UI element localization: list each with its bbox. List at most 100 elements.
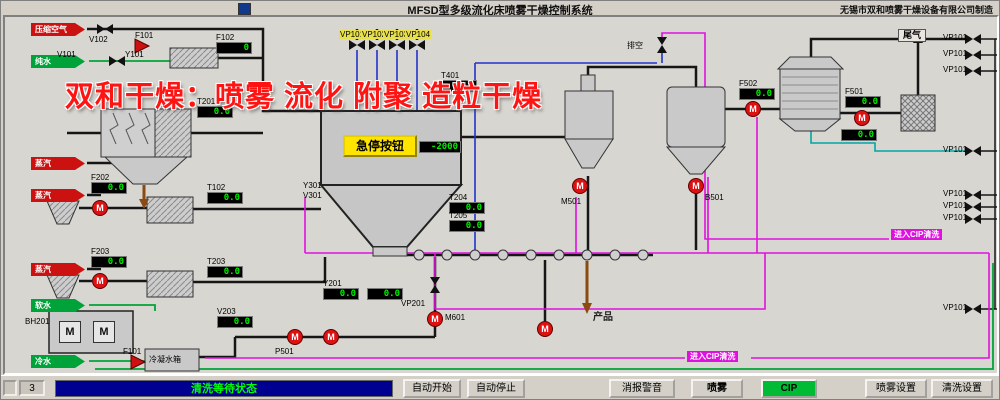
readout-value: 0.0 xyxy=(207,266,243,278)
readout-label: V203 xyxy=(217,307,236,316)
diagram-overlay: 急停按钮 双和干燥：喷雾 流化 附聚 造粒干燥 压缩空气纯水蒸汽蒸汽蒸汽软水冷水… xyxy=(5,17,997,373)
readout: 0.0 xyxy=(367,288,403,300)
flow-arrow: 蒸汽 xyxy=(31,263,85,276)
flow-arrow: 冷水 xyxy=(31,355,85,368)
readout-label: Y201 xyxy=(323,279,342,288)
readout-label: F502 xyxy=(739,79,758,88)
diagram-label: VP102 xyxy=(361,30,388,39)
process-diagram: 急停按钮 双和干燥：喷雾 流化 附聚 造粒干燥 压缩空气纯水蒸汽蒸汽蒸汽软水冷水… xyxy=(3,15,999,375)
readout-label: F102 xyxy=(216,33,235,42)
readout-value: 0.0 xyxy=(91,256,127,268)
diagram-label: VP101 xyxy=(943,213,968,222)
diagram-label: VP101 xyxy=(339,30,366,39)
diagram-label: BH201 xyxy=(25,317,50,326)
diagram-label: 排空 xyxy=(627,41,643,50)
diagram-label: V101 xyxy=(57,50,76,59)
diagram-label: T201 xyxy=(165,99,184,108)
manufacturer-label: 无锡市双和喷雾干燥设备有限公司制造 xyxy=(839,5,993,15)
diagram-label: VP103 xyxy=(383,30,410,39)
counter-display: 3 xyxy=(19,380,45,396)
filter-elements xyxy=(109,112,151,145)
diagram-label: V102 xyxy=(89,35,108,44)
cip-button[interactable]: CIP xyxy=(761,379,817,398)
readout-value: 0.0 xyxy=(449,202,485,214)
page-title: MFSD型多级流化床喷雾干燥控制系统 xyxy=(407,5,593,17)
readout-value: 0.0 xyxy=(739,88,775,100)
window-icon xyxy=(238,3,251,15)
readout-label: F202 xyxy=(91,173,110,182)
readout-label: T201 xyxy=(197,97,216,106)
readout-value: 0.0 xyxy=(91,182,127,194)
status-icon-box xyxy=(3,380,17,396)
readout-label: F203 xyxy=(91,247,110,256)
readout-label: T205 xyxy=(449,211,468,220)
diagram-label: 冷凝水箱 xyxy=(149,355,181,364)
diagram-label: 尾气 xyxy=(898,29,927,42)
title-bar: MFSD型多级流化床喷雾干燥控制系统 无锡市双和喷雾干燥设备有限公司制造 xyxy=(1,1,999,17)
readout-value: 0.0 xyxy=(841,129,877,141)
flow-arrow: 纯水 xyxy=(31,55,85,68)
readout-label: T401 xyxy=(441,71,460,80)
readout-value: 0.0 xyxy=(367,288,403,300)
mute-alarm-button[interactable]: 消报警音 xyxy=(609,379,675,398)
readout-label: F501 xyxy=(845,87,864,96)
readout-value: 0.0 xyxy=(217,316,253,328)
condensate-line xyxy=(810,131,965,152)
diagram-label: VP101 xyxy=(943,189,968,198)
readout-label: T203 xyxy=(207,257,226,266)
wash-settings-button[interactable]: 清洗设置 xyxy=(931,379,993,398)
diagram-label: Y101 xyxy=(125,50,144,59)
diagram-label: 进入CIP清洗 xyxy=(891,229,943,240)
readout-label: T204 xyxy=(449,193,468,202)
motor-indicator: M xyxy=(59,321,81,343)
emergency-stop-button[interactable]: 急停按钮 xyxy=(343,135,417,157)
spray-button[interactable]: 喷雾 xyxy=(691,379,743,398)
diagram-label: F101 xyxy=(135,31,154,40)
readout-value: -2000 xyxy=(419,141,461,153)
diagram-label: VP101 xyxy=(943,49,968,58)
readout-value: 0.0 xyxy=(323,288,359,300)
readout-value: 0.0 xyxy=(197,106,233,118)
auto-start-button[interactable]: 自动开始 xyxy=(403,379,461,398)
auto-stop-button[interactable]: 自动停止 xyxy=(467,379,525,398)
diagram-label: M501 xyxy=(561,197,582,206)
flow-arrow: 软水 xyxy=(31,299,85,312)
diagram-label: 进入CIP清洗 xyxy=(687,351,739,362)
motor-indicator: M xyxy=(92,200,108,216)
readout-value: 0.0 xyxy=(845,96,881,108)
motor-indicator: M xyxy=(688,178,704,194)
diagram-label: VP104 xyxy=(405,30,432,39)
diagram-label: VP101 xyxy=(943,201,968,210)
diagram-label: VP201 xyxy=(401,299,426,308)
readout: 0.0 xyxy=(841,129,877,141)
spray-settings-button[interactable]: 喷雾设置 xyxy=(865,379,927,398)
diagram-label: V301 xyxy=(303,191,322,200)
readout-value: 0.0 xyxy=(449,220,485,232)
equipment-shapes xyxy=(46,47,936,372)
watermark-text: 双和干燥：喷雾 流化 附聚 造粒干燥 xyxy=(65,81,543,113)
readout-value: 0.0 xyxy=(207,192,243,204)
toolbar: 3 清洗等待状态 自动开始 自动停止 消报警音 喷雾 CIP 喷雾设置 清洗设置 xyxy=(1,375,999,399)
readout-value: 0 xyxy=(216,42,252,54)
motor-indicator: M xyxy=(427,311,443,327)
flow-arrow: 压缩空气 xyxy=(31,23,85,36)
readout: -2000 xyxy=(419,141,461,153)
motor-indicator: M xyxy=(92,273,108,289)
diagram-label: VP101 xyxy=(943,33,968,42)
condenser-tubes xyxy=(782,76,838,110)
flow-arrow: 蒸汽 xyxy=(31,157,85,170)
